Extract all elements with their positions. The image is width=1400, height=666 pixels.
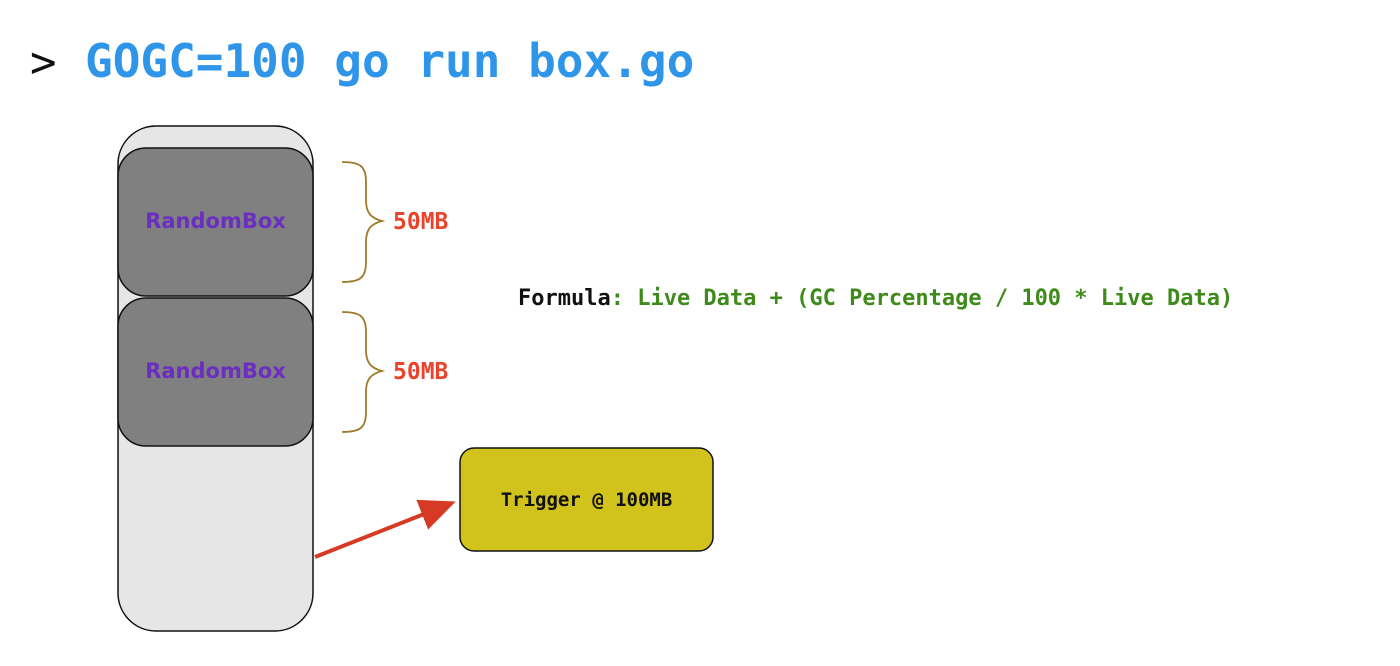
random-box-1 [117, 147, 314, 297]
formula-value: : Live Data + (GC Percentage / 100 * Liv… [611, 286, 1234, 311]
command-prompt: > [30, 37, 57, 88]
formula-key: Formula [518, 286, 611, 311]
trigger-box [459, 447, 714, 552]
random-box-2 [117, 297, 314, 447]
size-label-1: 50MB [393, 209, 449, 235]
command-text: GOGC=100 go run box.go [85, 34, 694, 88]
brace-1 [341, 161, 386, 283]
trigger-label: Trigger @ 100MB [501, 489, 673, 511]
brace-2 [341, 311, 386, 433]
trigger-arrow [314, 499, 456, 559]
random-box-1-label: RandomBox [145, 209, 286, 233]
random-box-2-label: RandomBox [145, 359, 286, 383]
formula: Formula: Live Data + (GC Percentage / 10… [518, 286, 1233, 311]
size-label-2: 50MB [393, 359, 449, 385]
